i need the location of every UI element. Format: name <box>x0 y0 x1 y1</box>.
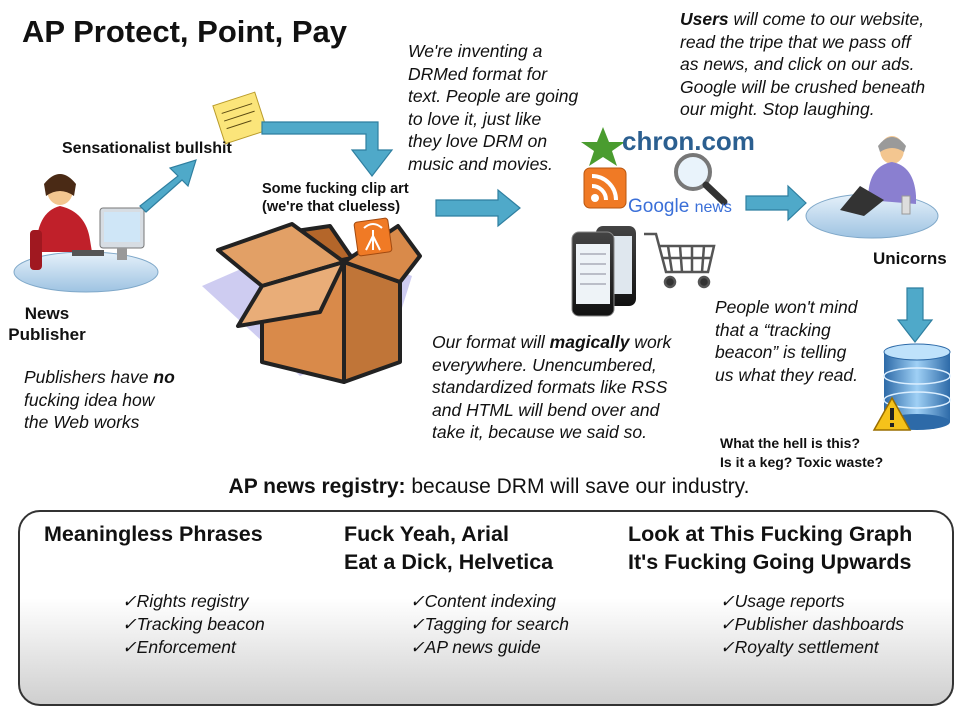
user-at-laptop-icon <box>805 136 939 239</box>
smartphone-icon <box>571 226 636 317</box>
registry-tagline: AP news registry: because DRM will save … <box>228 475 750 498</box>
google-news-logo: Google news <box>628 196 732 217</box>
chron-star-icon <box>581 127 625 166</box>
arrow-format-to-users <box>745 184 807 222</box>
warning-icon <box>872 396 912 431</box>
list-item: ✓Royalty settlement <box>720 637 879 657</box>
list-item: ✓Enforcement <box>122 637 236 657</box>
tracking-note: People won't mind that a “tracking beaco… <box>715 297 858 385</box>
list-item: ✓Tracking beacon <box>122 614 265 634</box>
list-item: ✓Usage reports <box>720 591 845 611</box>
sticky-note-icon <box>212 91 268 145</box>
features-panel <box>18 510 954 706</box>
arrow-users-to-database <box>896 287 934 343</box>
arrow-sensational-to-box <box>261 121 394 177</box>
format-note: Our format will magically work everywher… <box>432 332 672 442</box>
list-item: ✓AP news guide <box>410 637 541 657</box>
arrow-box-to-format <box>435 188 521 228</box>
panel-heading-meaningless: Meaningless Phrases <box>44 522 263 546</box>
list-item: ✓Publisher dashboards <box>720 614 904 634</box>
rss-icon <box>583 167 627 209</box>
shopping-cart-icon <box>644 232 716 289</box>
drm-note: We're inventing a DRMed format for text.… <box>408 41 579 174</box>
tracking-beacon-icon <box>353 217 393 257</box>
page-title: AP Protect, Point, Pay <box>22 14 348 49</box>
panel-heading-graph: Look at This Fucking Graph It's Fucking … <box>628 522 913 574</box>
list-item: ✓Tagging for search <box>410 614 569 634</box>
publisher-label: News Publisher <box>8 304 86 344</box>
list-item: ✓Content indexing <box>410 591 557 611</box>
arrow-publisher-to-sensational <box>139 159 197 213</box>
magnifier-icon <box>674 153 728 206</box>
keg-note: What the hell is this? Is it a keg? Toxi… <box>720 435 884 470</box>
clipart-label: Some fucking clip art (we're that cluele… <box>262 181 409 215</box>
panel-heading-arial: Fuck Yeah, Arial Eat a Dick, Helvetica <box>344 522 554 574</box>
clipart-box-icon <box>202 222 422 384</box>
panel-list-arial: ✓Content indexing ✓Tagging for search ✓A… <box>410 590 569 659</box>
list-item: ✓Rights registry <box>122 591 249 611</box>
users-note: Users will come to our website, read the… <box>680 9 926 119</box>
panel-list-meaningless: ✓Rights registry ✓Tracking beacon ✓Enfor… <box>122 590 265 659</box>
sensational-label: Sensationalist bullshit <box>62 140 232 157</box>
unicorns-label: Unicorns <box>873 249 947 268</box>
panel-list-graph: ✓Usage reports ✓Publisher dashboards ✓Ro… <box>720 590 904 659</box>
chron-logo: chron.com <box>622 126 755 156</box>
publishers-note: Publishers have no fucking idea how the … <box>24 367 175 432</box>
publisher-icon <box>13 174 159 293</box>
